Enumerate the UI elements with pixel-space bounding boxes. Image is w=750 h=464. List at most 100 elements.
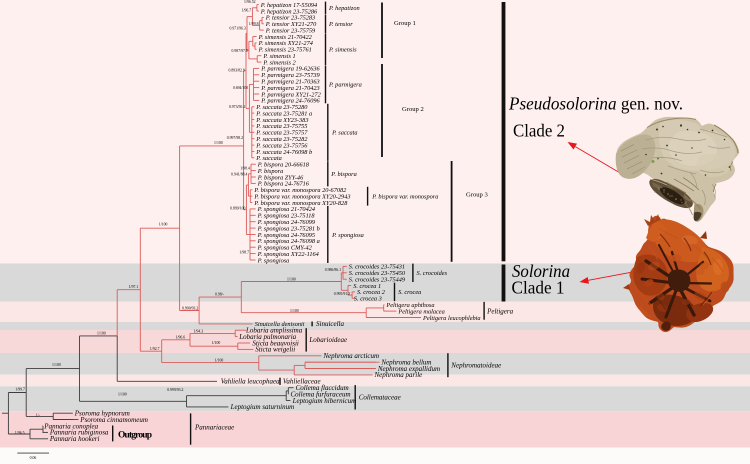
svg-text:P. saccata 24-76098 b: P. saccata 24-76098 b: [255, 149, 312, 156]
svg-text:0.986/86.1: 0.986/86.1: [325, 268, 341, 272]
svg-text:P. parmigera XY21-272: P. parmigera XY21-272: [260, 91, 321, 98]
svg-text:P. simensis 2: P. simensis 2: [262, 59, 296, 66]
svg-text:Collema flaccidum: Collema flaccidum: [296, 384, 349, 392]
svg-text:Group 1: Group 1: [394, 20, 416, 27]
svg-text:Vahliella leucophaea: Vahliella leucophaea: [221, 378, 280, 386]
svg-text:P. bispora: P. bispora: [330, 171, 356, 178]
svg-text:S. crocea 1: S. crocea 1: [353, 283, 381, 290]
svg-text:Clade 2: Clade 2: [513, 121, 565, 141]
svg-text:P. simensis 1: P. simensis 1: [262, 53, 295, 60]
svg-text:Leptogium saturninum: Leptogium saturninum: [230, 403, 295, 411]
svg-text:P. saccata 23-75282: P. saccata 23-75282: [255, 136, 308, 143]
svg-text:Psoroma hypnorum: Psoroma hypnorum: [74, 410, 130, 418]
svg-text:S. crocoides 23-75449: S. crocoides 23-75449: [349, 277, 406, 284]
svg-text:Lobaria amplissima: Lobaria amplissima: [245, 327, 303, 335]
svg-text:P. spongiosa 24-76095: P. spongiosa 24-76095: [257, 232, 315, 239]
svg-text:0.990/93.2: 0.990/93.2: [182, 307, 198, 311]
svg-text:Peltigera malacea: Peltigera malacea: [397, 308, 444, 315]
svg-text:P. simensis XY21-274: P. simensis XY21-274: [258, 40, 313, 47]
svg-text:P. saccata 23-75755: P. saccata 23-75755: [255, 123, 307, 130]
svg-text:P. spongiosa: P. spongiosa: [257, 257, 290, 264]
svg-text:1/96.7: 1/96.7: [242, 9, 252, 13]
svg-text:P. spongiosa 23-75118: P. spongiosa 23-75118: [257, 213, 316, 220]
svg-text:P. bispora 24-76716: P. bispora 24-76716: [257, 181, 310, 188]
svg-text:Pannariaceae: Pannariaceae: [194, 423, 234, 431]
svg-text:P. spongiosa 24-76098 a: P. spongiosa 24-76098 a: [257, 238, 320, 245]
svg-text:0.694/100: 0.694/100: [233, 86, 248, 90]
svg-text:Pannaria rubiginosa: Pannaria rubiginosa: [49, 429, 109, 437]
svg-text:1/96.52: 1/96.52: [244, 0, 256, 4]
svg-text:S. crocoides 23-75431: S. crocoides 23-75431: [349, 264, 405, 271]
svg-text:Solorina: Solorina: [512, 261, 570, 281]
svg-text:1/100: 1/100: [159, 223, 168, 227]
svg-text:Nephroma expallidum: Nephroma expallidum: [377, 365, 440, 373]
svg-text:0.995/91.2: 0.995/91.2: [334, 292, 350, 296]
svg-text:P. bispora: P. bispora: [257, 168, 283, 175]
svg-text:P. parmigera 19-62636: P. parmigera 19-62636: [260, 66, 320, 73]
svg-text:0.999/93.2: 0.999/93.2: [167, 388, 183, 392]
svg-text:P. parmigera 21-70363: P. parmigera 21-70363: [260, 79, 319, 86]
svg-text:0.06: 0.06: [30, 456, 37, 460]
svg-text:P. tensior XY21-270: P. tensior XY21-270: [265, 21, 317, 28]
svg-text:Clade 1: Clade 1: [512, 278, 565, 298]
svg-text:P. spongiosa: P. spongiosa: [331, 232, 364, 239]
svg-text:0.941/88.4: 0.941/88.4: [231, 172, 247, 176]
svg-text:P. saccata 23-75280: P. saccata 23-75280: [255, 104, 308, 111]
svg-text:P. saccata 23-75757: P. saccata 23-75757: [255, 130, 308, 137]
svg-text:P. tensior: P. tensior: [328, 21, 353, 28]
svg-text:1/100: 1/100: [290, 309, 299, 313]
svg-text:P. parmigera 23-75739: P. parmigera 23-75739: [260, 72, 320, 79]
svg-text:P. bispora var. monospora XY20: P. bispora var. monospora XY20-828: [253, 200, 348, 207]
svg-text:P. parmigera 21-70423: P. parmigera 21-70423: [260, 85, 319, 92]
svg-text:Outgroup: Outgroup: [118, 431, 152, 441]
svg-text:1/100: 1/100: [287, 277, 296, 281]
svg-text:Nephromatoideae: Nephromatoideae: [450, 362, 501, 370]
svg-text:Collemataceae: Collemataceae: [359, 394, 401, 402]
svg-text:P. bispora var. monospora 20-6: P. bispora var. monospora 20-67082: [253, 187, 347, 194]
svg-text:P. hepatizon 23-75286: P. hepatizon 23-75286: [260, 8, 318, 15]
svg-text:1/96.6: 1/96.6: [176, 335, 186, 339]
svg-text:P. saccata: P. saccata: [255, 155, 281, 162]
svg-text:1/100: 1/100: [118, 393, 127, 397]
svg-text:Sticta weigelii: Sticta weigelii: [255, 346, 295, 354]
svg-text:1/100: 1/100: [212, 341, 221, 345]
svg-text:Pannaria conoplea: Pannaria conoplea: [43, 422, 98, 430]
svg-text:Sticta beauvoisii: Sticta beauvoisii: [252, 339, 299, 347]
svg-text:P. saccata XY23-383: P. saccata XY23-383: [255, 117, 308, 124]
svg-text:0.987/97.8: 0.987/97.8: [232, 49, 248, 53]
svg-text:1/-: 1/-: [36, 414, 41, 418]
svg-text:Collema furfuraceum: Collema furfuraceum: [291, 390, 351, 398]
svg-text:1/92.7: 1/92.7: [150, 347, 160, 351]
svg-text:Nephroma parile: Nephroma parile: [374, 371, 423, 379]
svg-text:P. bispora 20-66618: P. bispora 20-66618: [257, 162, 310, 169]
svg-text:Lobarioideae: Lobarioideae: [308, 336, 347, 344]
svg-text:P. parmigera: P. parmigera: [328, 82, 362, 89]
svg-text:P. tensior 23-75283: P. tensior 23-75283: [265, 15, 315, 22]
svg-text:P. bispora var. monospora: P. bispora var. monospora: [371, 193, 438, 200]
svg-text:Group 3: Group 3: [466, 192, 488, 199]
svg-text:1/100: 1/100: [52, 363, 61, 367]
svg-text:1/94.3: 1/94.3: [194, 330, 204, 334]
svg-text:S. crocoides 23-75450: S. crocoides 23-75450: [349, 270, 406, 277]
svg-text:P. bispora var. monospora XY20: P. bispora var. monospora XY20-2943: [253, 193, 350, 200]
svg-text:P. spongiosa XY22-1164: P. spongiosa XY22-1164: [257, 251, 319, 258]
svg-text:P. spongiosa 24-76099: P. spongiosa 24-76099: [257, 219, 316, 226]
svg-text:Group 2: Group 2: [402, 106, 424, 113]
svg-text:1/100: 1/100: [215, 358, 224, 362]
svg-text:1/99.7: 1/99.7: [15, 388, 25, 392]
svg-text:1/96.5: 1/96.5: [15, 431, 25, 435]
svg-text:Pannaria hookeri: Pannaria hookeri: [49, 435, 100, 443]
svg-text:0.973/50.2: 0.973/50.2: [229, 105, 245, 109]
svg-text:Peltigera: Peltigera: [486, 307, 514, 315]
svg-text:Sinuicella denisonii: Sinuicella denisonii: [255, 321, 305, 328]
svg-text:P. hepatizon: P. hepatizon: [328, 5, 360, 12]
svg-text:P. parmigera 24-76096: P. parmigera 24-76096: [260, 98, 320, 105]
svg-text:Lobaria pulmonaria: Lobaria pulmonaria: [238, 333, 296, 341]
svg-text:Vahliellaceae: Vahliellaceae: [283, 378, 321, 386]
svg-text:0.899/100: 0.899/100: [230, 206, 245, 210]
svg-text:1/97.1: 1/97.1: [129, 285, 139, 289]
svg-text:P. hepatizon 17-55094: P. hepatizon 17-55094: [260, 2, 317, 9]
svg-text:S. crocea 2: S. crocea 2: [357, 289, 386, 296]
svg-text:P. saccata: P. saccata: [331, 130, 357, 137]
svg-text:P. spongiosa CMY-42: P. spongiosa CMY-42: [257, 245, 313, 252]
